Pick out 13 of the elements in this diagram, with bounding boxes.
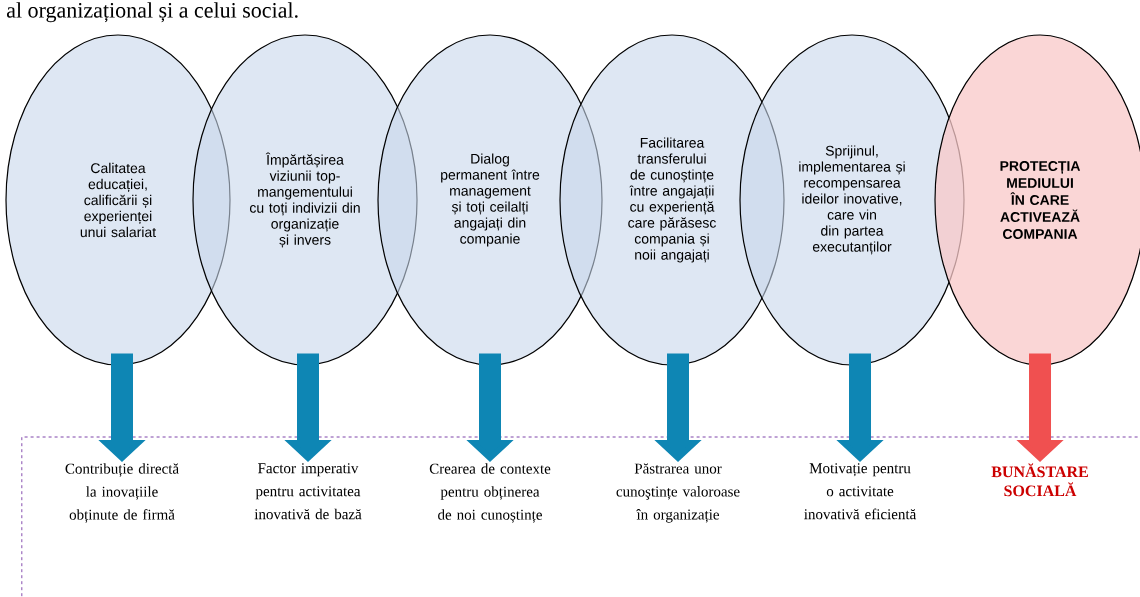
ellipse-node: Sprijinul, implementarea și recompensarea ideilor inovative, care vin din partea executanților [739,34,965,366]
outcome-text: Motivație pentru o activitate inovativă eficientă [804,463,917,520]
outcome-text: Factor imperativ pentru activitatea inovativă de bază [254,463,362,520]
ellipse-node: Calitatea educației, calificării și experienței unui salariat [5,34,231,366]
ellipse-node: PROTECȚIA MEDIULUI ÎN CARE ACTIVEAZĂ COMPANIA [934,34,1140,366]
outcome-text: BUNĂSTARE SOCIALĂ [991,463,1088,497]
ellipse-node: Facilitarea transferului de cunoștințe între angajații cu experiență care părăsesc compania și noii angajați [559,34,785,366]
outcome-text: Păstrarea unor cunoştințe valoroase în organizație [616,463,740,523]
outcome-text: Crearea de contexte pentru obținerea de noi cunoștințe [429,463,551,523]
outcome-text: Contribuție directă la inovațiile obținute de firmă [65,463,179,523]
ellipse-node: Împărtășirea viziunii top-mangementului cu toți indivizii din organizație și invers [192,34,418,366]
ellipse-node: Dialog permanent între management și toți ceilalți angajați din companie [377,34,603,366]
body-text: al organizațional și a celui social. [6,2,298,23]
